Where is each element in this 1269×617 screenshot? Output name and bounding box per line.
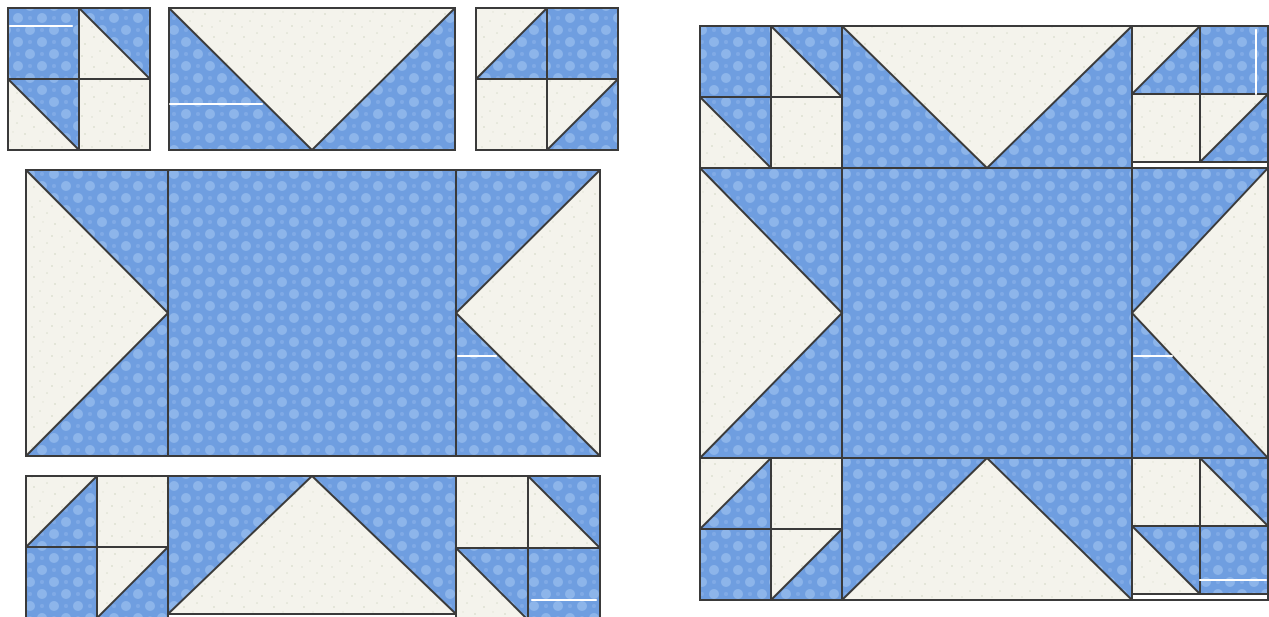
blue-square-unit: [700, 529, 771, 600]
blue-square-unit: [700, 26, 771, 97]
blue-square-unit: [8, 8, 79, 79]
blue-square-unit: [1200, 526, 1268, 594]
half-square-triangle: [700, 97, 771, 168]
cream-square-unit: [771, 458, 842, 529]
half-square-triangle: [1132, 526, 1200, 594]
flying-geese-right: [456, 170, 600, 456]
flying-geese-bottom: [842, 458, 1132, 600]
cream-square: [79, 79, 150, 150]
half-square-triangle: [1132, 26, 1200, 94]
half-square-triangle: [79, 8, 150, 79]
half-square-triangle: [8, 79, 79, 150]
cream-square: [97, 476, 168, 547]
blue-square: [528, 548, 600, 617]
flying-geese-left: [700, 168, 842, 458]
half-square-triangle: [1200, 94, 1268, 162]
cream-square-unit: [771, 97, 842, 168]
center-square-blue: [842, 168, 1132, 458]
cream-square: [771, 97, 842, 168]
blue-square: [26, 547, 97, 617]
center-square: [842, 168, 1132, 458]
corner-unit-bottom-right: [456, 476, 600, 617]
half-square-triangle: [456, 548, 528, 617]
cream-square: [476, 79, 547, 150]
center-square-blue: [168, 170, 456, 456]
blue-square: [700, 529, 771, 600]
cream-square: [771, 458, 842, 529]
cream-square-unit: [1132, 94, 1200, 162]
half-square-triangle: [700, 458, 771, 529]
flying-geese-bottom: [168, 476, 456, 614]
cream-square-unit: [97, 476, 168, 547]
half-square-triangle: [528, 476, 600, 548]
cream-square: [1132, 458, 1200, 526]
top-row: [8, 8, 618, 150]
blue-square: [1200, 26, 1268, 94]
blue-square-unit: [528, 548, 600, 617]
corner-unit-bottom-right: [1132, 458, 1268, 594]
cream-square-unit: [476, 79, 547, 150]
half-square-triangle: [771, 529, 842, 600]
half-square-triangle: [1200, 458, 1268, 526]
half-square-triangle: [771, 26, 842, 97]
blue-square: [547, 8, 618, 79]
blue-square: [1200, 526, 1268, 594]
blue-square: [8, 8, 79, 79]
middle-row: [26, 170, 600, 456]
cream-square-unit: [79, 79, 150, 150]
cream-square: [1132, 94, 1200, 162]
corner-unit-top-left: [8, 8, 150, 150]
blue-square-unit: [547, 8, 618, 79]
corner-unit-bottom-left: [700, 458, 842, 600]
flying-geese-right: [1132, 168, 1268, 458]
half-square-triangle: [26, 476, 97, 547]
half-square-triangle: [97, 547, 168, 617]
corner-unit-top-right: [476, 8, 618, 150]
quilt-block-assembled: [700, 26, 1268, 600]
cream-square-unit: [456, 476, 528, 548]
corner-unit-bottom-left: [26, 476, 168, 617]
flying-geese-left: [26, 170, 168, 456]
center-square: [168, 170, 456, 456]
cream-square-unit: [1132, 458, 1200, 526]
blue-square-unit: [1200, 26, 1268, 94]
corner-unit-top-left: [700, 26, 842, 168]
corner-unit-top-right: [1132, 26, 1268, 162]
quilt-block-rows-exploded: [8, 8, 618, 617]
blue-square-unit: [26, 547, 97, 617]
half-square-triangle: [476, 8, 547, 79]
flying-geese-top: [169, 8, 455, 150]
blue-square: [700, 26, 771, 97]
half-square-triangle: [547, 79, 618, 150]
flying-geese-top: [842, 26, 1132, 168]
cream-square: [456, 476, 528, 548]
bottom-row: [26, 476, 600, 617]
